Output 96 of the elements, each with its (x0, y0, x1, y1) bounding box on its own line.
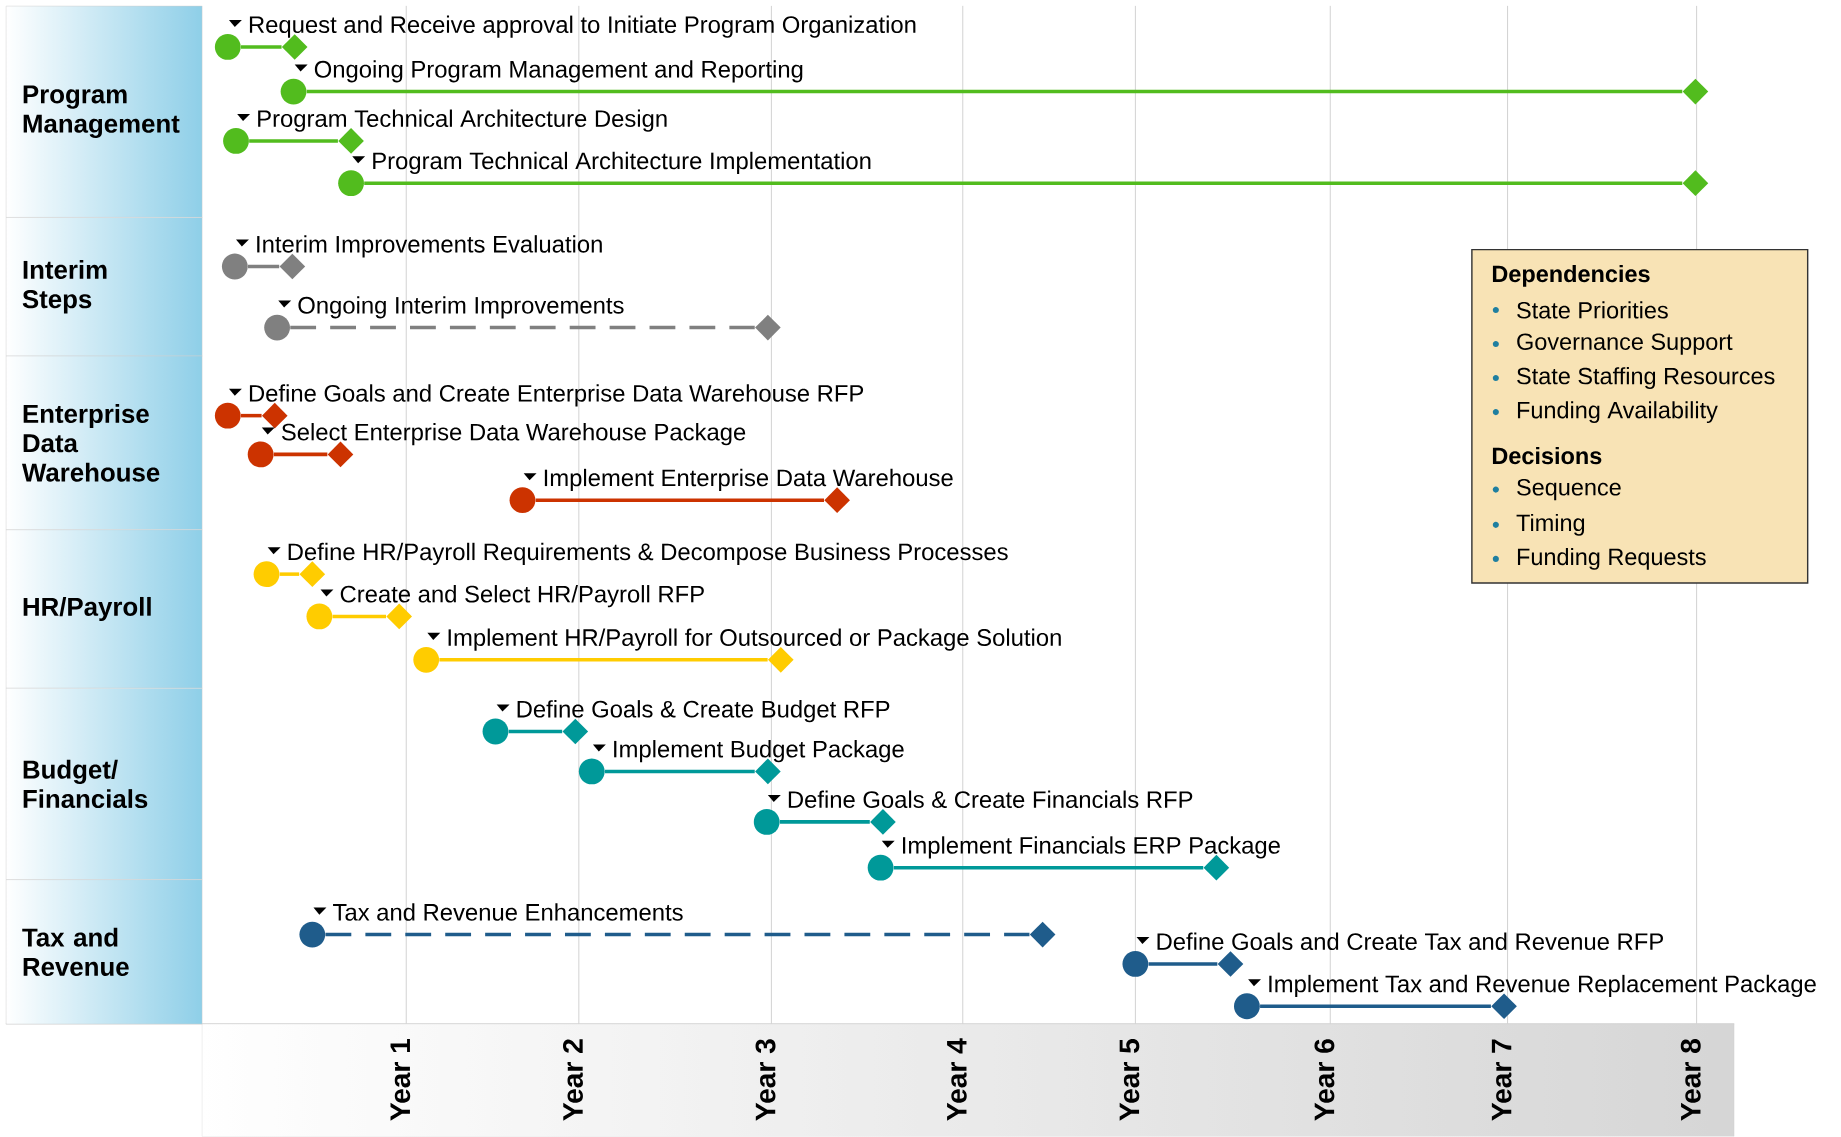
task-label: Implement Budget Package (614, 740, 904, 763)
label: Year 8 (1680, 1039, 1701, 1121)
task-bar (249, 139, 338, 143)
end-milestone (1217, 951, 1244, 977)
label: Year 7 (1491, 1039, 1512, 1121)
start-milestone (253, 561, 280, 588)
start-milestone (509, 487, 536, 514)
task-label: Program Technical Architecture Implementation (373, 152, 871, 175)
task-bar (1148, 962, 1218, 966)
lane-header: Budget/ Financials (5, 688, 203, 881)
task-label: Implement HR/Payroll for Outsourced or Package Solution (448, 628, 1061, 651)
task-label: Implement Financials ERP Package (903, 836, 1280, 859)
task-bar (604, 769, 755, 774)
label: Year 4 (947, 1038, 967, 1121)
task-bar (364, 181, 1683, 186)
end-milestone (327, 441, 354, 468)
start-milestone (299, 921, 326, 948)
end-milestone (1029, 922, 1056, 948)
start-milestone (214, 402, 241, 429)
task-label: Request and Receive approval to Initiate Program Organization (249, 15, 916, 39)
task-label: Select Enterprise Data Warehouse Package (281, 423, 746, 446)
end-milestone (768, 647, 794, 673)
end-milestone (1491, 993, 1517, 1020)
task-bar (279, 572, 300, 577)
list-item: Funding Requests (1517, 548, 1706, 571)
start-milestone (578, 758, 605, 785)
list-heading: Decisions (1492, 447, 1602, 465)
list-item: Timing (1516, 514, 1585, 536)
task-bar (779, 820, 870, 824)
label: Year 5 (1119, 1039, 1140, 1121)
start-milestone (1122, 951, 1149, 978)
task-label: Ongoing Program Management and Reporting (314, 60, 803, 83)
list-item: Sequence (1517, 479, 1621, 501)
end-milestone (562, 718, 589, 745)
task-bar (248, 265, 280, 269)
task-label: Define Goals and Create Enterprise Data Warehouse RFP (249, 384, 864, 407)
task-bar (439, 658, 768, 662)
task-bar (306, 90, 1683, 94)
start-milestone (306, 603, 333, 630)
start-milestone (280, 78, 307, 105)
label: Year 2 (563, 1039, 583, 1121)
task-label: Ongoing Interim Improvements (298, 296, 624, 319)
end-milestone (279, 253, 306, 280)
start-milestone (413, 647, 440, 673)
start-milestone (247, 441, 274, 468)
lane-header: Interim Steps (5, 217, 203, 357)
list-item: State Staffing Resources (1517, 367, 1775, 390)
lane-header: Tax and Revenue (5, 879, 203, 1025)
task-label: Define Goals & Create Financials RFP (788, 790, 1193, 809)
task-bar (535, 498, 824, 503)
label: Year 1 (390, 1039, 411, 1121)
list-heading: Dependencies (1492, 265, 1650, 288)
task-label: Create and Select HR/Payroll RFP (340, 585, 704, 608)
start-milestone (1234, 993, 1260, 1020)
task-bar (508, 729, 563, 734)
start-milestone (214, 34, 241, 61)
task-label: Program Technical Architecture Design (258, 109, 667, 132)
start-milestone (223, 128, 249, 155)
task-label: Implement Tax and Revenue Replacement Package (1269, 975, 1816, 998)
end-milestone (1682, 170, 1709, 197)
notes-box (1471, 249, 1809, 584)
lane-header: Program Management (5, 6, 203, 218)
task-label: Tax and Revenue Enhancements (333, 903, 683, 921)
list-item: State Priorities (1517, 301, 1668, 319)
end-milestone (870, 809, 896, 835)
task-bar (240, 414, 262, 418)
task-bar (893, 866, 1204, 870)
task-label: Interim Improvements Evaluation (257, 235, 602, 258)
end-milestone (755, 315, 781, 341)
start-milestone (221, 253, 248, 280)
task-bar (290, 326, 755, 330)
start-milestone (867, 855, 894, 881)
start-milestone (264, 314, 290, 341)
end-milestone (824, 487, 850, 514)
list-item: Governance Support (1517, 333, 1733, 355)
task-bar (1260, 1004, 1491, 1009)
task-label: Define Goals and Create Tax and Revenue RFP (1157, 932, 1663, 951)
task-bar (273, 452, 328, 457)
task-label: Define Goals & Create Budget RFP (517, 700, 890, 723)
task-bar (325, 933, 1030, 937)
label: Year 6 (1314, 1039, 1335, 1121)
lane-header: Enterprise Data Warehouse (5, 356, 203, 531)
task-bar (240, 45, 282, 49)
task-label: Define HR/Payroll Requirements & Decompose Business Processes (288, 543, 1008, 566)
start-milestone (482, 718, 509, 745)
task-bar (332, 614, 387, 619)
end-milestone (1682, 79, 1709, 105)
timeline-axis: Year 1 Year 2 Year 3 Year 4 Year 5 Year 6 Year 7 Year 8 (201, 1023, 1735, 1137)
task-label: Implement Enterprise Data Warehouse (544, 469, 953, 492)
lane-header: HR/Payroll (5, 529, 203, 689)
end-milestone (386, 603, 412, 630)
list-item: Funding Availability (1517, 401, 1718, 424)
start-milestone (338, 170, 364, 197)
end-milestone (299, 561, 326, 588)
label: Year 3 (755, 1039, 776, 1121)
start-milestone (753, 809, 780, 836)
